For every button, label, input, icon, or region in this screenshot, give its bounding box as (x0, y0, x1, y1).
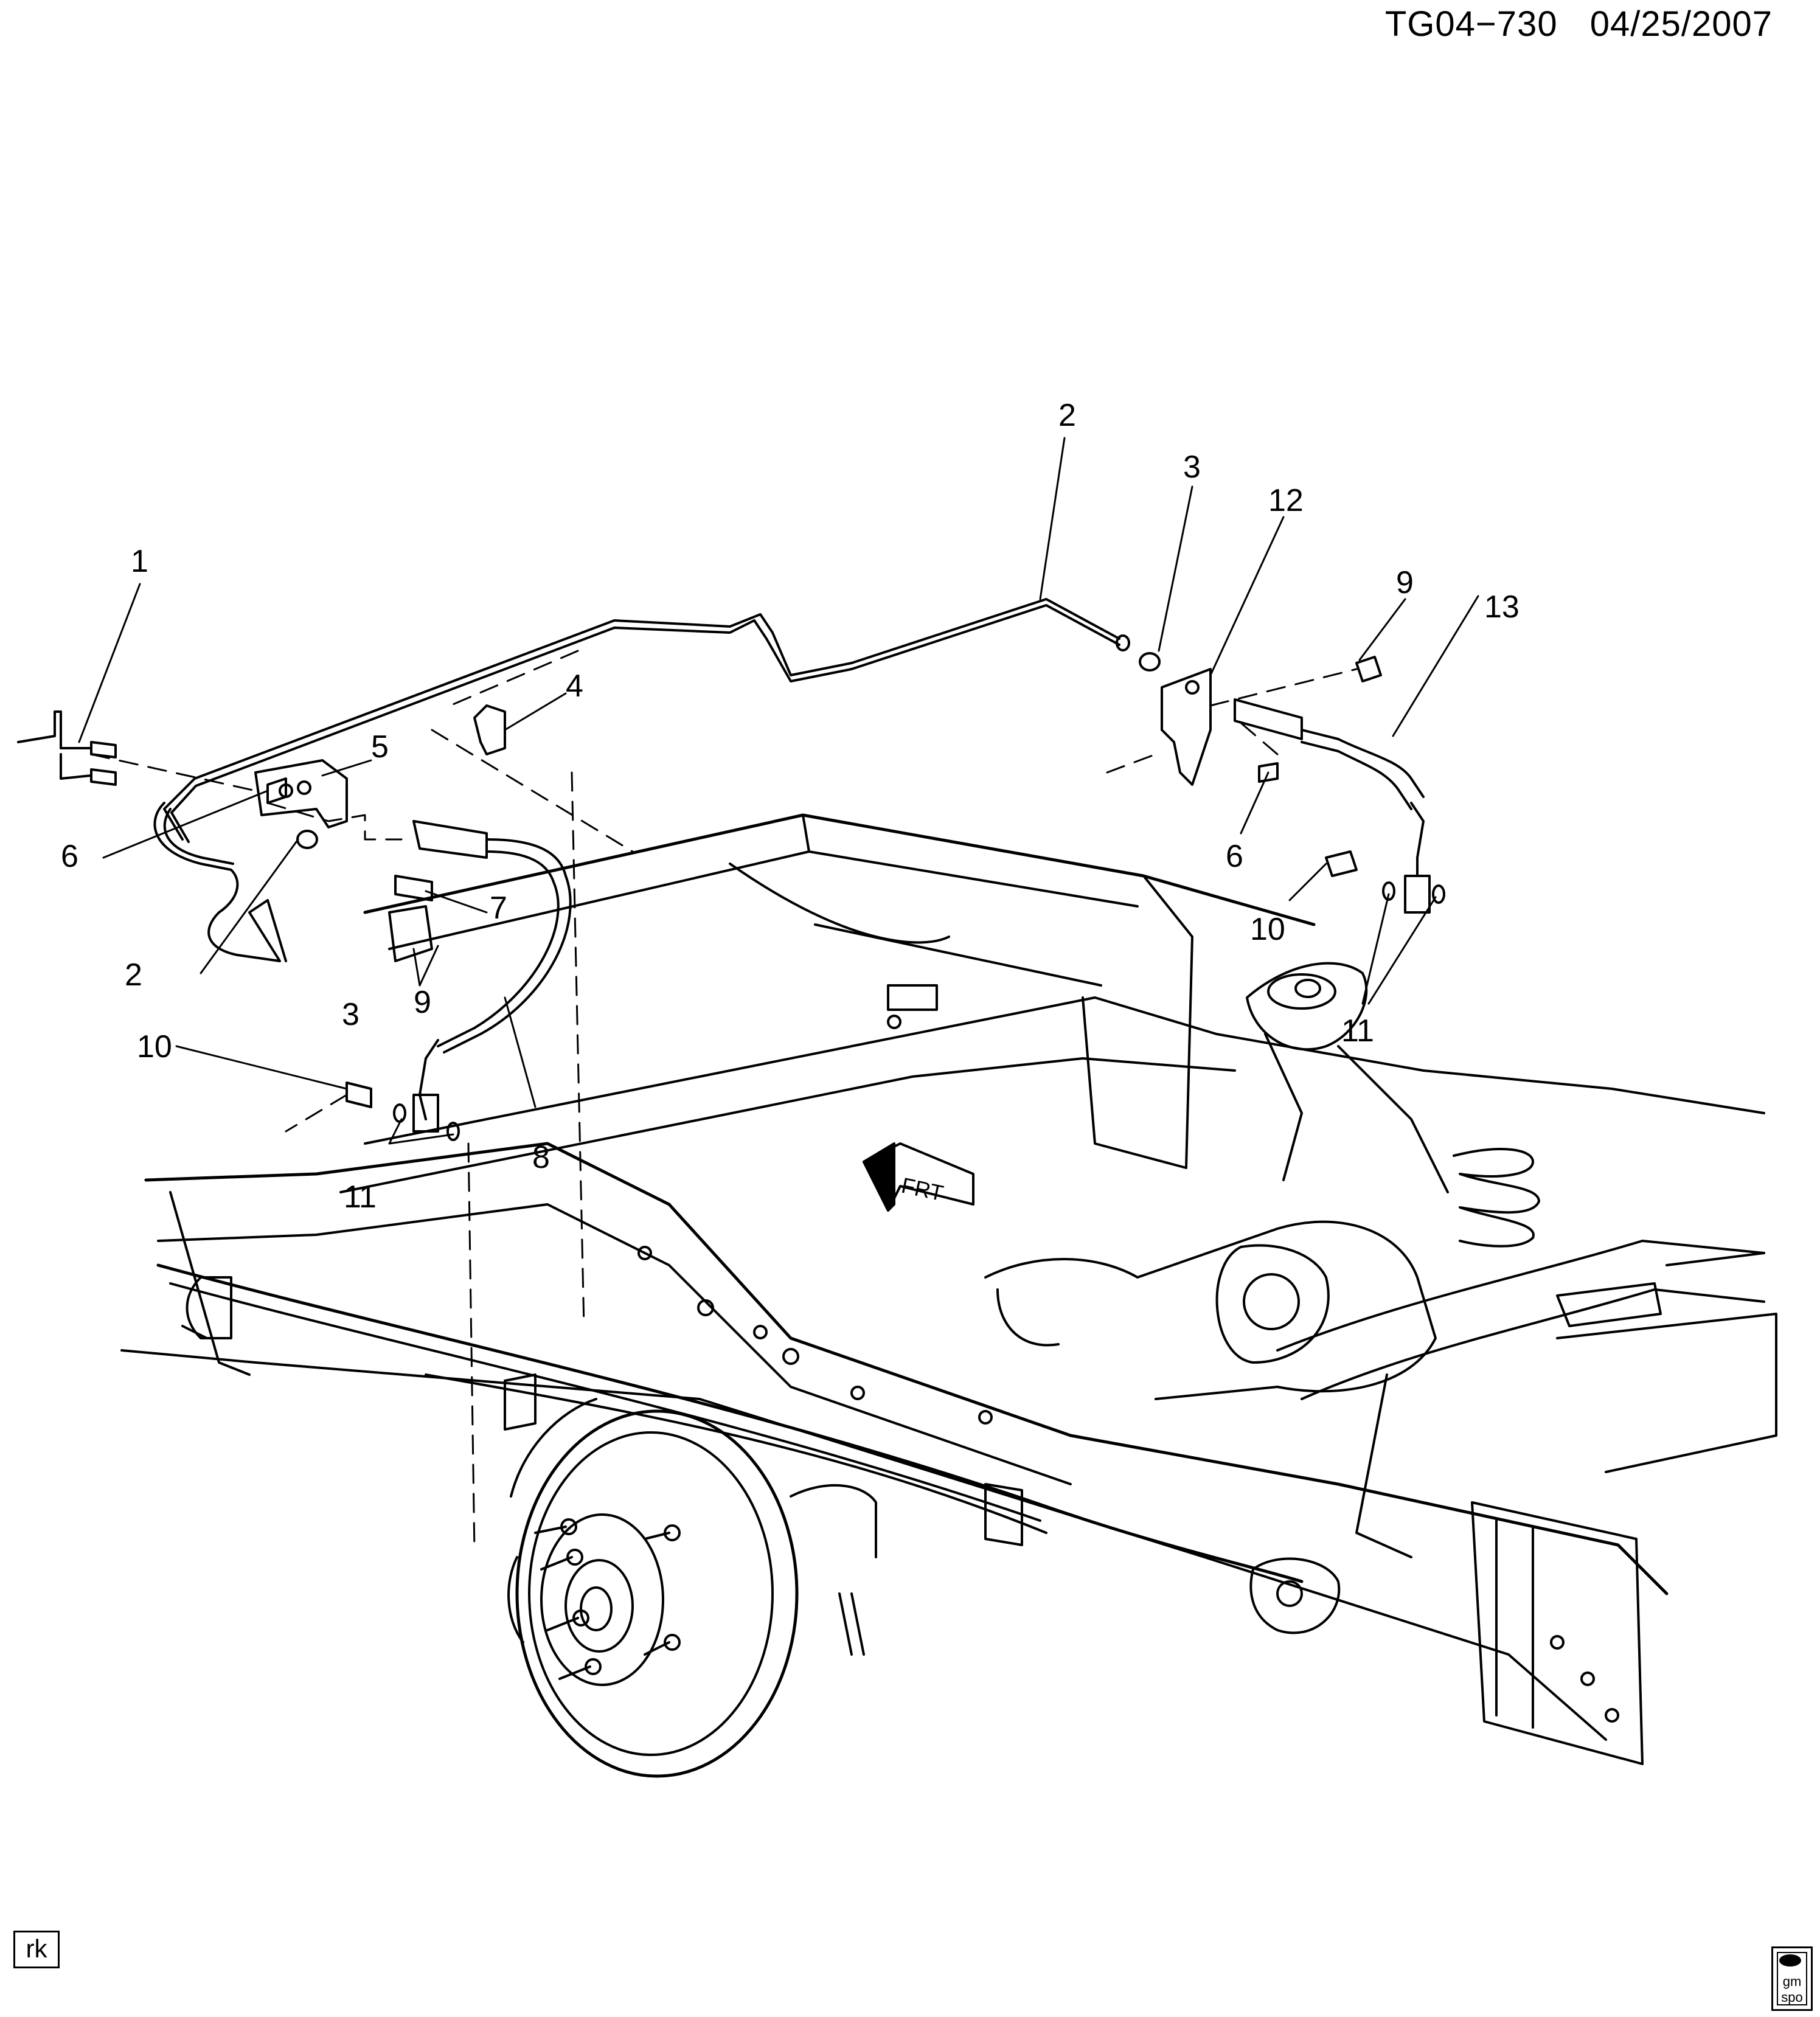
diagram-header: TG04−730 04/25/2007 (1363, 4, 1773, 44)
crossmember-upper (339, 962, 1765, 1193)
clip-4 (473, 704, 506, 755)
washer-11-right-b (1432, 884, 1445, 904)
callout-10-right: 10 (1250, 912, 1285, 947)
frame-rail-rear (120, 1142, 1669, 1765)
brake-pipe-fitting-1 (17, 710, 117, 786)
rear-axle (790, 1220, 1437, 1656)
callout-6: 6 (61, 839, 78, 874)
callout-1: 1 (131, 544, 148, 579)
callout-11-right: 11 (1341, 1013, 1374, 1049)
wheel-studs (534, 1518, 681, 1680)
callout-6-right: 6 (1226, 839, 1243, 874)
brake-hose-13 (1234, 698, 1431, 914)
assembly-guides (90, 650, 1358, 1552)
callout-5: 5 (371, 729, 389, 765)
diagram-date: 04/25/2007 (1589, 4, 1773, 44)
callout-2: 2 (1058, 398, 1076, 433)
callout-11: 11 (344, 1179, 377, 1215)
callout-8: 8 (532, 1140, 550, 1175)
callout-7: 7 (490, 890, 507, 926)
callout-10: 10 (137, 1029, 172, 1064)
callout-9-right: 9 (1396, 565, 1414, 600)
callout-4: 4 (566, 668, 583, 704)
frt-label: FRT (899, 1173, 945, 1206)
clip-9-left (388, 905, 433, 962)
callout-labels: 1 2 3 4 5 6 7 8 9 10 11 2 3 12 9 13 6 10… (61, 398, 1520, 1215)
front-direction-arrow: FRT (863, 1142, 974, 1212)
brake-rotor (507, 1398, 799, 1778)
badge-line-2: spo (1781, 1990, 1803, 2005)
brake-pipe-rear-main (163, 598, 1130, 843)
nut-3-left (296, 830, 318, 849)
badge-line-1: gm (1782, 1974, 1802, 1989)
callout-9: 9 (414, 985, 431, 1020)
washer-11-left-b (446, 1122, 460, 1141)
bracket-12 (1161, 668, 1212, 786)
gm-logo-icon (1779, 1954, 1801, 1967)
brake-pipe-left-loop (153, 802, 287, 962)
badge-text: gm spo (1777, 1952, 1807, 2005)
bolt-6-left (266, 777, 287, 804)
washer-11-right-a (1382, 881, 1395, 901)
gm-spo-badge: gm spo (1771, 1946, 1813, 2011)
leaf-spring (156, 1263, 1341, 1634)
diagram-code: TG04−730 (1384, 4, 1558, 44)
callout-2-left: 2 (125, 957, 142, 993)
bolt-10-right (1325, 850, 1358, 877)
nut-3-right (1139, 652, 1161, 672)
washer-11-left-a (393, 1103, 406, 1123)
coil-spring (1453, 1148, 1540, 1248)
callout-13: 13 (1484, 589, 1520, 625)
bolt-6-right (1258, 762, 1279, 783)
leader-lines (78, 437, 1479, 1145)
frame-rail-right (1276, 1240, 1777, 1558)
callout-3: 3 (1183, 450, 1201, 485)
callout-3-left: 3 (342, 997, 359, 1032)
brake-hose-8 (412, 820, 572, 1133)
clip-9-right (1355, 656, 1382, 682)
block-7 (394, 875, 433, 901)
bolt-10-left (346, 1081, 372, 1108)
frame-rail-left (363, 813, 1316, 1169)
author-initials-box: rk (13, 1931, 60, 1968)
bracket-5 (254, 759, 348, 828)
callout-12: 12 (1268, 483, 1304, 518)
